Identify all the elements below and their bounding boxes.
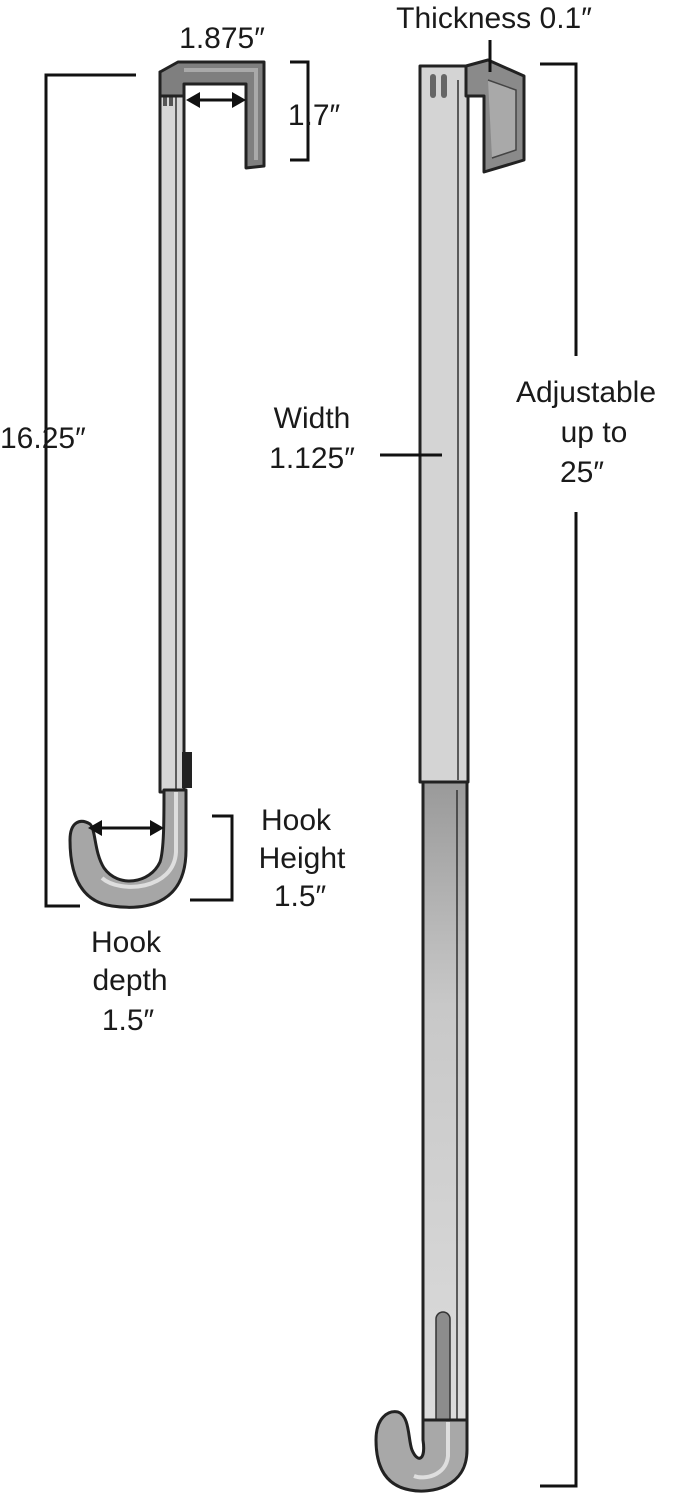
- left-hanger-top-bracket: [158, 60, 266, 170]
- width-value: 1.125″: [269, 442, 355, 475]
- top-depth-bracket: [290, 60, 310, 162]
- left-hanger-side-view: [68, 60, 266, 909]
- adjustable-length-bracket-top: [540, 62, 578, 356]
- right-hanger-upper-bar: [418, 64, 470, 784]
- hook-depth-value: 1.5″: [102, 1004, 155, 1037]
- hook-depth-label-line2: depth: [92, 964, 167, 997]
- overall-length-bracket: [44, 73, 136, 908]
- top-width-label: 1.875″: [179, 22, 265, 55]
- hook-height-label-line1: Hook: [261, 804, 332, 837]
- right-hanger-front-view: [374, 58, 526, 1493]
- left-dimension-lines: [44, 60, 310, 908]
- right-hanger-slot: [441, 74, 447, 98]
- left-hanger-j-hook: [68, 788, 188, 909]
- hook-height-bracket: [190, 814, 234, 902]
- right-dimension-lines: [380, 40, 578, 1488]
- adjustable-value: 25″: [560, 456, 604, 489]
- hook-height-value: 1.5″: [274, 880, 327, 913]
- left-hanger-clip: [182, 752, 192, 788]
- left-hanger-bar: [158, 70, 186, 794]
- thickness-label: Thickness 0.1″: [396, 2, 592, 35]
- width-label-line1: Width: [274, 402, 351, 435]
- adjustable-length-bracket-bottom: [540, 512, 578, 1488]
- overall-length-label: 16.25″: [0, 422, 86, 455]
- right-hanger-slot: [430, 74, 436, 98]
- hook-depth-label-line1: Hook: [91, 926, 162, 959]
- right-hanger-bottom-hook: [374, 1410, 469, 1493]
- adjustable-label-line1: Adjustable: [516, 376, 656, 409]
- hook-height-label-line2: Height: [259, 842, 346, 875]
- top-depth-label: 1.7″: [288, 99, 341, 132]
- adjustable-label-line2: up to: [561, 416, 628, 449]
